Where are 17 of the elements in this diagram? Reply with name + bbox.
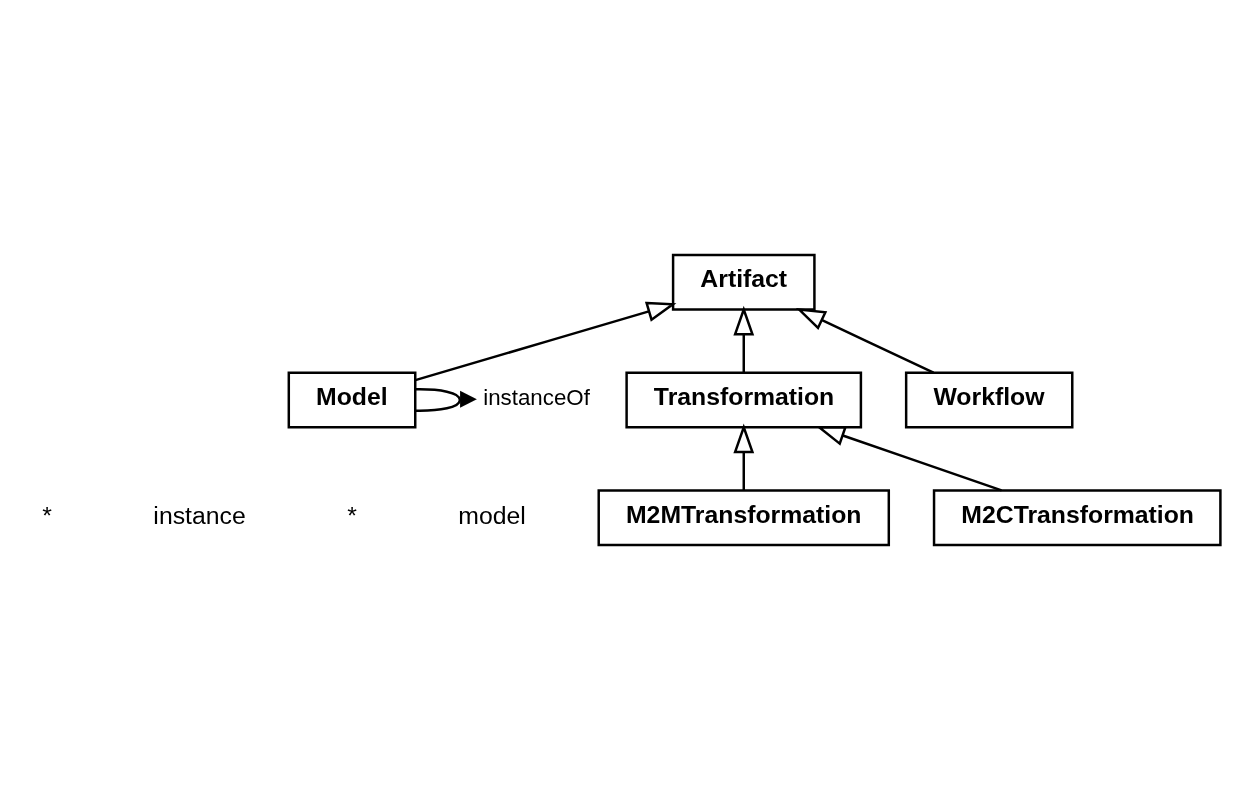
arrow: [733, 305, 755, 373]
arrow: [415, 301, 677, 381]
node-box: Model: [287, 371, 417, 428]
label: *: [347, 501, 357, 529]
node-box: M2MTransformation: [597, 488, 891, 546]
connector: [415, 387, 462, 412]
node-box: M2CTransformation: [932, 488, 1222, 546]
label: model: [458, 501, 526, 529]
edge-label: ▶ instanceOf: [460, 384, 590, 410]
arrow: [815, 425, 1002, 492]
label: *: [42, 501, 52, 529]
node-box: Transformation: [625, 371, 863, 428]
arrow: [733, 423, 755, 490]
node-box: Artifact: [671, 253, 816, 311]
label: instance: [153, 501, 246, 529]
node-box: Workflow: [904, 371, 1074, 428]
arrow: [795, 307, 935, 374]
